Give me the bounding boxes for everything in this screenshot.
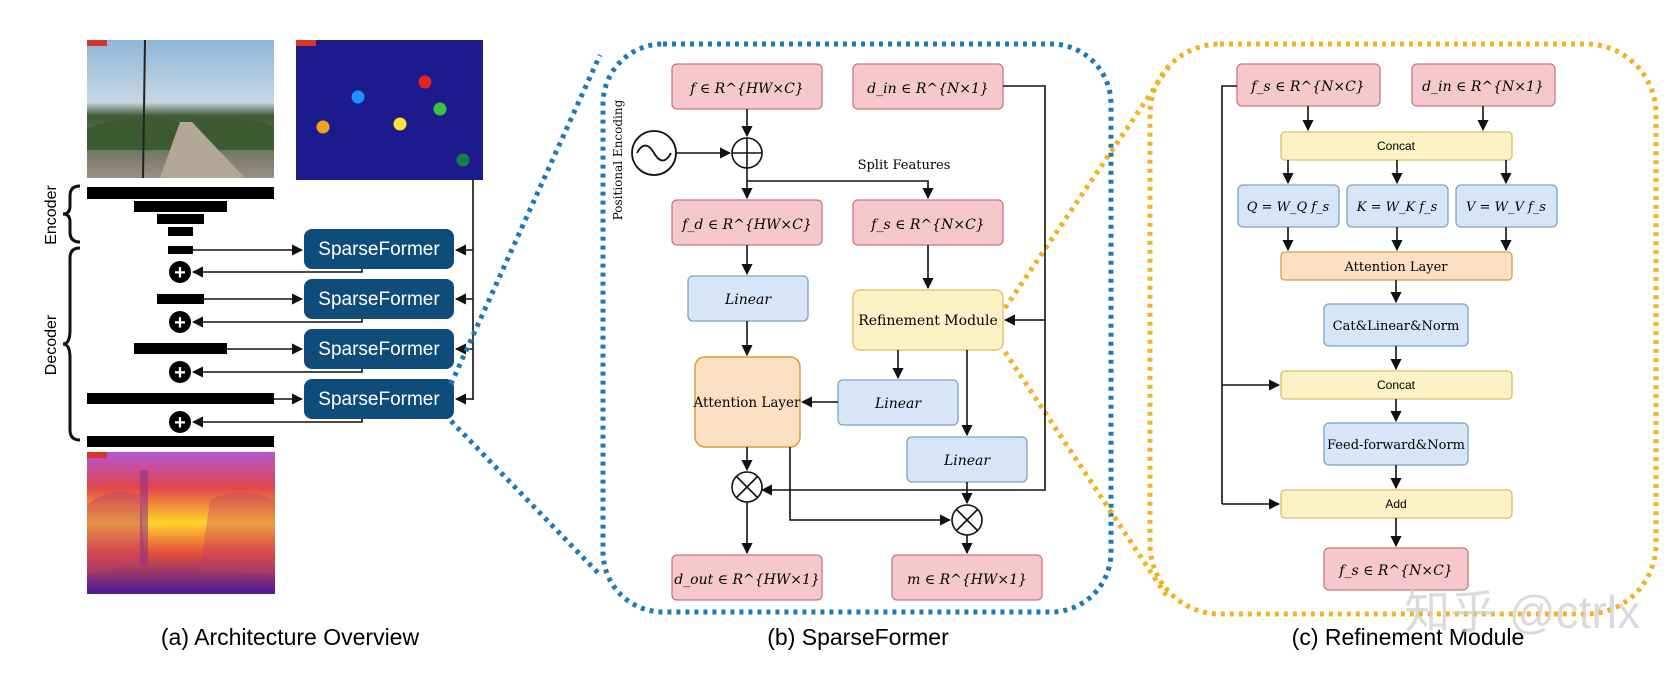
box-concat-1: Concat: [1280, 131, 1513, 161]
svg-text:d_in ∈ R^{N×1}: d_in ∈ R^{N×1}: [1422, 79, 1544, 95]
box-value: V = W_V f_s: [1455, 184, 1558, 228]
sparseformer-module-1: SparseFormer: [304, 229, 454, 269]
box-attention-layer-c: Attention Layer: [1280, 251, 1513, 281]
decoder-layers: [87, 294, 274, 447]
svg-text:Attention Layer: Attention Layer: [693, 395, 802, 411]
svg-text:f_s ∈ R^{N×C}: f_s ∈ R^{N×C}: [870, 217, 984, 233]
box-f-s: f_s ∈ R^{N×C}: [852, 199, 1004, 246]
box-f-d: f_d ∈ R^{HW×C}: [671, 199, 823, 246]
zoom-lines-blue: [448, 53, 603, 577]
depth-output-image: [87, 452, 275, 594]
svg-text:Q = W_Q f_s: Q = W_Q f_s: [1247, 200, 1330, 215]
svg-text:f_s ∈ R^{N×C}: f_s ∈ R^{N×C}: [1338, 563, 1452, 579]
svg-text:+: +: [174, 312, 186, 334]
box-refinement-module: Refinement Module: [852, 289, 1004, 351]
box-linear-left: Linear: [687, 275, 809, 322]
box-f-in: f ∈ R^{HW×C}: [671, 63, 823, 110]
encoder-brace: [62, 184, 81, 244]
box-f-s-in: f_s ∈ R^{N×C}: [1236, 63, 1381, 107]
svg-text:SparseFormer: SparseFormer: [318, 389, 440, 410]
box-concat-2: Concat: [1280, 370, 1513, 400]
svg-text:K = W_K f_s: K = W_K f_s: [1356, 200, 1438, 215]
panel-b-arrows: [676, 85, 1046, 555]
svg-text:f ∈ R^{HW×C}: f ∈ R^{HW×C}: [689, 81, 804, 97]
box-add: Add: [1280, 489, 1513, 519]
add-node-4: +: [169, 411, 191, 434]
encoder-label: Encoder: [43, 185, 60, 245]
panel-c-dotted-frame: [1147, 41, 1659, 617]
positional-encoding-icon: [631, 130, 677, 176]
svg-text:+: +: [174, 262, 186, 284]
box-key: K = W_K f_s: [1346, 184, 1449, 228]
svg-text:Concat: Concat: [1377, 139, 1416, 153]
svg-text:+: +: [174, 412, 186, 434]
box-linear-middle: Linear: [837, 379, 959, 426]
panel-a-architecture-overview: Encoder Decoder SparseFormer SparseForme…: [43, 39, 483, 650]
panel-b-sparseformer: f ∈ R^{HW×C} d_in ∈ R^{N×1} Positional E…: [611, 63, 1046, 650]
svg-text:V = W_V f_s: V = W_V f_s: [1466, 200, 1546, 215]
svg-text:f_d ∈ R^{HW×C}: f_d ∈ R^{HW×C}: [681, 217, 812, 233]
box-m-out: m ∈ R^{HW×1}: [891, 554, 1043, 601]
box-cat-linear-norm: Cat&Linear&Norm: [1323, 303, 1469, 347]
encoder-layers: [87, 187, 274, 254]
box-d-in: d_in ∈ R^{N×1}: [852, 63, 1004, 110]
svg-text:Add: Add: [1385, 497, 1406, 511]
panel-c-arrows: [1221, 85, 1512, 548]
split-features-label: Split Features: [858, 158, 951, 173]
box-linear-right: Linear: [906, 436, 1028, 483]
panel-b-dotted-frame: [600, 41, 1114, 615]
multiply-node-right: [951, 504, 983, 536]
svg-text:+: +: [174, 362, 186, 384]
svg-text:d_out ∈ R^{HW×1}: d_out ∈ R^{HW×1}: [674, 572, 820, 588]
svg-text:f_s ∈ R^{N×C}: f_s ∈ R^{N×C}: [1250, 79, 1364, 95]
panel-a-connectors: [191, 180, 474, 428]
svg-text:Linear: Linear: [943, 453, 991, 469]
svg-text:SparseFormer: SparseFormer: [318, 239, 440, 260]
decoder-brace: [62, 246, 81, 442]
svg-text:m ∈ R^{HW×1}: m ∈ R^{HW×1}: [907, 572, 1027, 588]
add-node-3: +: [169, 361, 191, 384]
panel-c-refinement-module: f_s ∈ R^{N×C} d_in ∈ R^{N×1} Concat Q = …: [1221, 63, 1558, 650]
svg-text:d_in ∈ R^{N×1}: d_in ∈ R^{N×1}: [867, 81, 989, 97]
svg-text:Linear: Linear: [724, 292, 772, 308]
box-feed-forward-norm: Feed-forward&Norm: [1323, 422, 1469, 466]
box-f-s-out: f_s ∈ R^{N×C}: [1323, 547, 1469, 591]
box-attention-layer-b: Attention Layer: [693, 356, 802, 448]
svg-text:Refinement Module: Refinement Module: [858, 313, 998, 329]
svg-text:Attention Layer: Attention Layer: [1343, 260, 1448, 275]
svg-text:Linear: Linear: [874, 396, 922, 412]
zoom-lines-orange: [1002, 66, 1171, 600]
box-query: Q = W_Q f_s: [1237, 184, 1340, 228]
svg-text:Concat: Concat: [1377, 378, 1416, 392]
svg-text:Cat&Linear&Norm: Cat&Linear&Norm: [1333, 319, 1460, 334]
box-d-out: d_out ∈ R^{HW×1}: [671, 554, 823, 601]
svg-text:SparseFormer: SparseFormer: [318, 289, 440, 310]
multiply-node-left: [731, 471, 763, 503]
add-node-1: +: [169, 261, 191, 284]
add-node-b: [731, 137, 763, 169]
rgb-input-image: [87, 39, 274, 179]
sparseformer-module-2: SparseFormer: [304, 279, 454, 319]
decoder-label: Decoder: [43, 314, 60, 375]
caption-b: (b) SparseFormer: [767, 624, 949, 650]
add-node-2: +: [169, 311, 191, 334]
caption-c: (c) Refinement Module: [1292, 624, 1525, 650]
caption-a: (a) Architecture Overview: [161, 624, 420, 650]
watermark: 知乎 @ctrlx: [1404, 586, 1640, 638]
positional-encoding-label: Positional Encoding: [611, 99, 625, 220]
sparseformer-module-3: SparseFormer: [304, 329, 454, 369]
svg-text:SparseFormer: SparseFormer: [318, 339, 440, 360]
box-d-in-c: d_in ∈ R^{N×1}: [1411, 63, 1556, 107]
sparseformer-module-4: SparseFormer: [304, 379, 454, 419]
svg-text:Feed-forward&Norm: Feed-forward&Norm: [1327, 438, 1465, 453]
sparse-depth-input: [296, 40, 483, 180]
